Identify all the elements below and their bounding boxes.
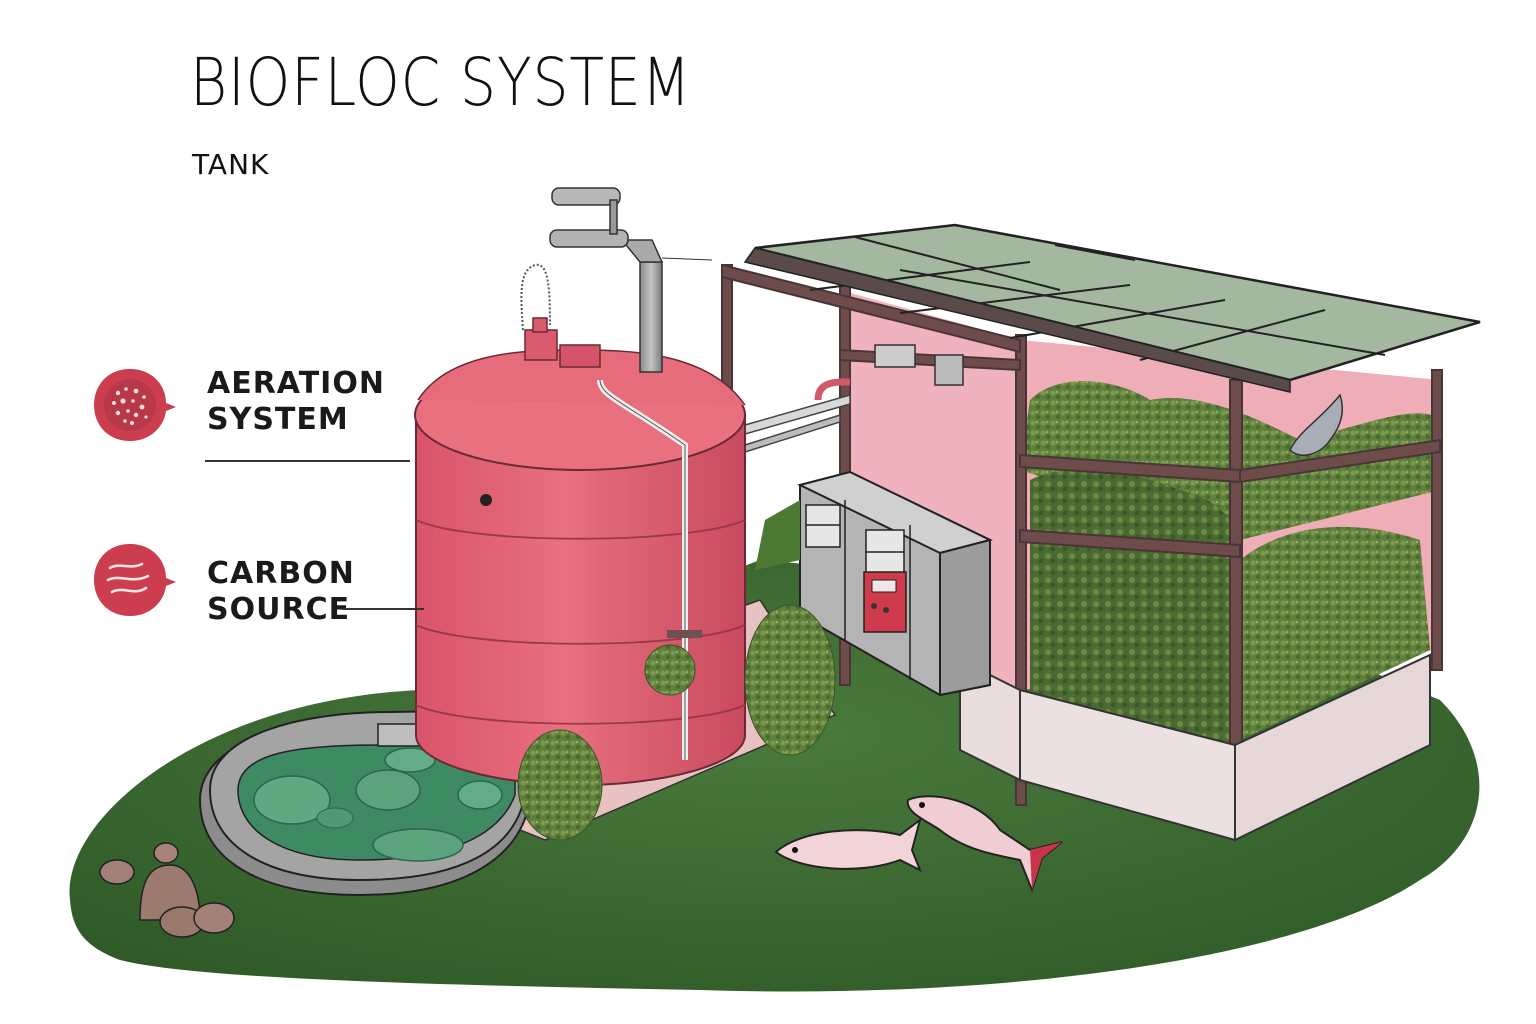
fish-left [774, 817, 922, 873]
plants [517, 500, 836, 841]
carbon-leader-line [342, 608, 424, 610]
connector-pipe [744, 378, 851, 454]
callout-aeration-line2: SYSTEM [207, 402, 349, 437]
carbon-flakes-icon [94, 544, 176, 616]
aeration-leader-line [205, 460, 410, 462]
fish-right [906, 795, 1063, 893]
callout-aeration-system: AERATION SYSTEM [207, 366, 385, 438]
aeration-pipe [549, 187, 713, 373]
callout-aeration-line1: AERATION [207, 366, 385, 401]
diagram-subtitle: TANK [192, 148, 270, 181]
callout-carbon-source: CARBON SOURCE [207, 556, 355, 628]
diagram-title: BIOFLOC SYSTEM [190, 44, 692, 121]
rocks [99, 842, 235, 938]
biofloc-tank [414, 263, 746, 787]
callout-carbon-line2: SOURCE [207, 592, 351, 627]
solar-roof-panels [743, 223, 1481, 393]
control-panel [797, 470, 993, 697]
aeration-bubbles-icon [94, 369, 176, 441]
callout-carbon-line1: CARBON [207, 556, 355, 591]
fish [774, 795, 1063, 893]
